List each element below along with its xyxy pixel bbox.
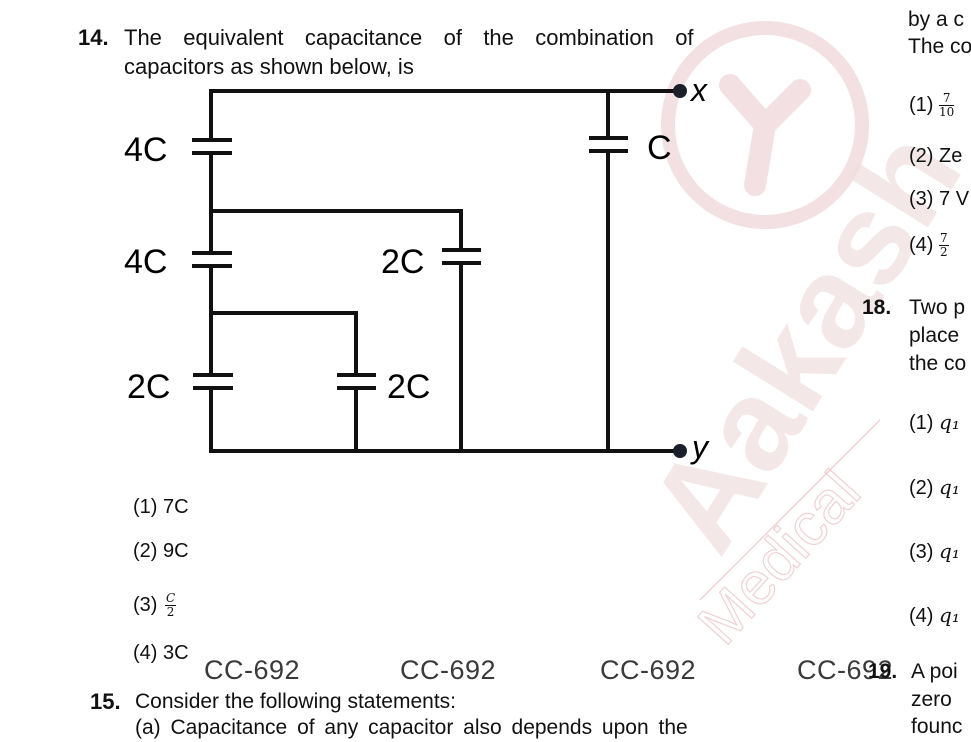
q17-option-3[interactable]: (3) 7 V (909, 188, 969, 211)
option-4[interactable]: (4) 3C (133, 642, 189, 665)
option-fraction: 7 10 (939, 91, 955, 119)
question-15: 15. (90, 688, 121, 716)
option-text: q₁ (939, 410, 960, 434)
q18-option-3[interactable]: (3) q₁ (909, 539, 960, 564)
series-code-2: CC-692 (400, 655, 497, 685)
question-18-line1: Two p (909, 296, 966, 319)
option-number: (3) (133, 593, 158, 616)
option-number: (2) (909, 145, 934, 167)
question-17-tail-line2: The co (908, 35, 971, 58)
option-number: (2) (909, 477, 934, 499)
question-19: 19. (868, 658, 897, 686)
option-number: (1) (133, 496, 158, 518)
option-3[interactable]: (3) C 2 (133, 591, 177, 619)
label-terminal-y: y (690, 429, 710, 465)
option-text: 7 V (939, 188, 970, 210)
option-text: q₁ (939, 475, 960, 499)
label-2c-inner: 2C (387, 368, 430, 406)
question-number: 15. (90, 689, 121, 714)
question-15-line2: (a) Capacitance of any capacitor also de… (135, 716, 688, 739)
option-number: (4) (909, 233, 934, 256)
label-terminal-x: x (689, 72, 708, 108)
label-2c-upper: 2C (381, 243, 424, 281)
option-number: (3) (909, 188, 934, 210)
option-number: (4) (133, 642, 158, 664)
series-code-4: CC-692 (797, 655, 894, 685)
question-14-line1: The equivalent capacitance of the combin… (124, 25, 694, 50)
series-code-3: CC-692 (600, 655, 697, 685)
question-19-line1: A poi (911, 660, 958, 683)
question-18: 18. (862, 294, 891, 322)
label-4c-top: 4C (124, 131, 167, 169)
question-17-tail-line1: by a c (908, 8, 965, 31)
series-code-1: CC-692 (204, 655, 301, 685)
q18-option-4[interactable]: (4) q₁ (909, 603, 960, 628)
question-number: 14. (78, 25, 109, 50)
option-2[interactable]: (2) 9C (133, 540, 189, 563)
option-text: q₁ (939, 539, 960, 563)
q18-option-2[interactable]: (2) q₁ (909, 475, 960, 500)
terminal-x-dot (673, 84, 687, 98)
question-number: 18. (862, 296, 892, 319)
option-number: (4) (909, 605, 934, 627)
question-19-line2: zero (911, 688, 952, 711)
terminal-y-dot (673, 444, 687, 458)
option-fraction: C 2 (165, 591, 177, 619)
option-text: 7C (163, 496, 189, 518)
option-1[interactable]: (1) 7C (133, 496, 189, 519)
option-text: 9C (163, 540, 189, 562)
q17-option-1[interactable]: (1) 7 10 (909, 91, 955, 119)
label-c-right: C (647, 129, 672, 167)
question-18-line3: the co (909, 352, 967, 375)
option-fraction: 7 2 (939, 231, 949, 259)
option-text: 3C (163, 642, 189, 664)
question-14-line2: capacitors as shown below, is (124, 54, 414, 79)
q17-option-2[interactable]: (2) Ze (909, 145, 962, 168)
option-text: q₁ (939, 603, 960, 627)
question-18-line2: place (909, 324, 960, 347)
q17-option-4[interactable]: (4) 7 2 (909, 232, 949, 259)
option-number: (2) (133, 540, 158, 562)
option-number: (1) (909, 93, 934, 116)
option-number: (3) (909, 541, 934, 563)
question-19-line3: founc (911, 715, 963, 738)
option-number: (1) (909, 412, 934, 434)
question-15-line1: Consider the following statements: (135, 690, 456, 713)
question-14: 14. (78, 24, 109, 52)
option-text: Ze (939, 145, 963, 167)
question-number: 19. (868, 660, 898, 683)
label-2c-left: 2C (127, 368, 170, 406)
label-4c-middle: 4C (124, 243, 167, 281)
q18-option-1[interactable]: (1) q₁ (909, 410, 960, 435)
